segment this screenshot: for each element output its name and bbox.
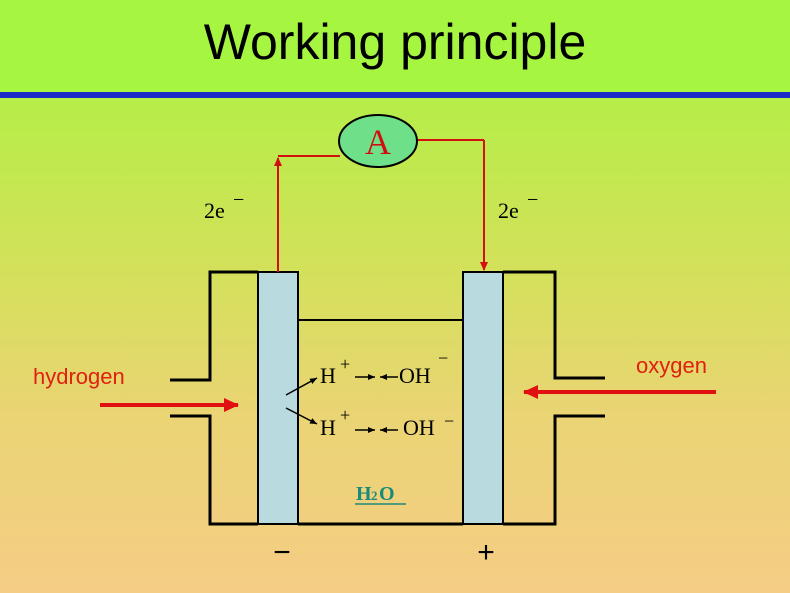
- title-bar: Working principle: [0, 0, 790, 92]
- positive-terminal-mark: +: [477, 536, 495, 569]
- negative-terminal-mark: −: [273, 536, 291, 569]
- hydrogen-ion-1: H: [320, 363, 336, 388]
- housing-right-wall-lower: [503, 414, 605, 526]
- slide-title: Working principle: [203, 14, 587, 70]
- external-circuit: [274, 139, 488, 272]
- title-divider: [0, 92, 790, 98]
- housing-left-wall: [170, 270, 258, 382]
- ion-row-2: H + OH −: [320, 405, 454, 440]
- hydrogen-ion-2-charge: +: [340, 405, 350, 425]
- ammeter-body: [338, 114, 418, 168]
- electron-charge-right: −: [527, 189, 538, 211]
- hydroxide-ion-1: OH: [399, 363, 431, 388]
- anode-ion-arrows: [285, 377, 318, 425]
- cell-housing: [170, 270, 605, 526]
- electron-count-left: 2e: [204, 198, 225, 223]
- hydroxide-ion-2: OH: [403, 415, 435, 440]
- ammeter: A: [338, 114, 418, 168]
- anode-electrode: [257, 271, 299, 525]
- electron-label-right: 2e −: [498, 189, 538, 223]
- electrolyte-subscript: 2: [371, 488, 378, 503]
- housing-left-wall-lower: [170, 414, 258, 526]
- ion-arrow-lower: [285, 407, 318, 425]
- electron-count-right: 2e: [498, 198, 519, 223]
- hydroxide-ion-2-charge: −: [444, 411, 454, 431]
- housing-right-wall: [503, 270, 605, 380]
- electrolyte-label: H 2 O: [355, 483, 406, 505]
- electron-charge-left: −: [233, 189, 244, 211]
- electron-label-left: 2e −: [204, 189, 244, 223]
- hydrogen-ion-1-charge: +: [340, 354, 350, 374]
- electrolyte-symbol-tail: O: [379, 483, 395, 505]
- hydrogen-label: hydrogen: [33, 364, 125, 389]
- ion-arrow-upper: [285, 377, 318, 396]
- ion-row-1: H + OH −: [320, 348, 448, 388]
- electrolyte-symbol: H: [356, 483, 372, 505]
- cathode-electrode: [462, 271, 504, 525]
- hydroxide-ion-1-charge: −: [438, 348, 448, 368]
- hydrogen-ion-2: H: [320, 415, 336, 440]
- ammeter-label: A: [365, 122, 391, 162]
- oxygen-label: oxygen: [636, 353, 707, 378]
